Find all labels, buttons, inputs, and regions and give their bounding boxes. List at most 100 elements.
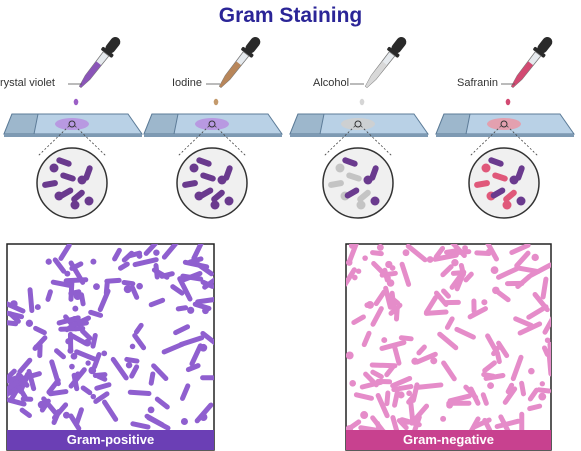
gram-negative-coccus [351, 274, 358, 281]
gram-negative-bacillus [410, 414, 422, 430]
coccus [516, 196, 526, 206]
smear [487, 118, 521, 130]
gram-negative-bacillus [353, 392, 374, 401]
step-4 [435, 36, 575, 219]
bacillus [58, 187, 74, 199]
gram-negative-bacillus [495, 289, 511, 303]
gram-positive-bacillus [64, 321, 78, 333]
gram-negative-bacillus [346, 419, 362, 430]
gram-negative-coccus [346, 351, 354, 360]
gram-negative-bacillus [346, 267, 357, 287]
gram-negative-bacillus [494, 350, 502, 365]
reagent-drop [359, 98, 365, 106]
bacillus [223, 165, 233, 181]
gram-negative-coccus [539, 381, 545, 387]
gram-negative-bacillus [434, 290, 449, 307]
gram-positive-coccus [147, 406, 155, 414]
gram-negative-bacillus [480, 392, 489, 406]
slide-frosted-end [3, 113, 39, 135]
gram-positive-bacillus [17, 357, 33, 375]
gram-negative-bacillus [494, 418, 521, 429]
gram-negative-bacillus [432, 252, 459, 262]
gram-negative-coccus [492, 286, 500, 295]
gram-positive-bacillus [16, 385, 28, 400]
gram-positive-bacillus [112, 247, 122, 262]
gram-positive-bacillus [19, 407, 32, 419]
gram-positive-coccus [93, 283, 100, 291]
gram-positive-bacillus [68, 367, 87, 389]
gram-negative-bacillus [379, 270, 398, 278]
coccus [481, 163, 491, 173]
gram-positive-coccus [129, 343, 136, 350]
gram-negative-bacillus [416, 344, 427, 356]
gram-negative-bacillus [468, 386, 481, 406]
gram-negative-bacillus [482, 360, 497, 374]
dropper-collar [101, 46, 114, 58]
gram-negative-bacillus [482, 244, 499, 262]
dropper [218, 36, 261, 89]
coccus [70, 200, 80, 210]
gram-positive-bacillus [45, 289, 53, 302]
gram-positive-bacillus [173, 324, 191, 336]
gram-positive-bacillus [180, 273, 204, 282]
gram-positive-bacillus [151, 363, 169, 381]
gram-negative-bacillus [347, 244, 361, 264]
gram-negative-coccus [402, 249, 410, 257]
gram-positive-bacillus [133, 322, 144, 335]
bacillus [346, 172, 362, 182]
gram-positive-bacillus [110, 356, 129, 381]
slide-edge [144, 134, 282, 137]
gram-negative-coccus [381, 337, 388, 344]
slide-edge [4, 134, 142, 137]
label-alcohol: Alcohol [313, 77, 350, 89]
gram-positive-coccus [10, 300, 18, 308]
zoom-line [74, 125, 107, 157]
gram-positive-coccus [72, 305, 79, 312]
smear [341, 118, 375, 130]
gram-positive-bacillus [154, 396, 170, 410]
gram-negative-bacillus [405, 244, 428, 263]
gram-negative-bacillus [389, 290, 397, 315]
bacillus [83, 165, 93, 181]
gram-positive-bacillus [187, 256, 204, 265]
gram-negative-bacillus [370, 415, 385, 430]
gram-positive-bacillus [194, 402, 214, 424]
gram-negative-coccus [355, 268, 362, 274]
gram-negative-cells [346, 244, 551, 430]
gram-positive-bacillus [93, 391, 110, 404]
gram-positive-bacillus [195, 296, 214, 305]
gram-positive-bacillus [121, 250, 135, 263]
gram-negative-bacillus [384, 390, 391, 407]
gram-positive-bacillus [118, 261, 130, 271]
gram-negative-bacillus [363, 371, 379, 388]
gram-negative-coccus [544, 337, 551, 344]
step-3 [289, 36, 429, 219]
gram-negative-bacillus [441, 360, 457, 382]
gram-positive-bacillus [33, 325, 47, 336]
dropper [364, 36, 407, 89]
gram-negative-bacillus [481, 372, 496, 379]
bacillus [211, 189, 225, 203]
slide-frosted-end [289, 113, 325, 135]
gram-negative-bacillus [384, 364, 396, 378]
gram-positive-bacillus [69, 261, 84, 271]
zoom-circle [468, 147, 540, 219]
gram-positive-coccus [70, 352, 78, 360]
gram-negative-label-bar [346, 430, 551, 450]
gram-positive-coccus [45, 258, 52, 265]
gram-positive-bacillus [191, 244, 206, 261]
gram-negative-bacillus [517, 321, 543, 336]
gram-positive-coccus [73, 292, 82, 301]
gram-positive-coccus [136, 282, 143, 290]
gram-negative-bacillus [370, 306, 384, 327]
gram-positive-bacillus [200, 279, 214, 289]
gram-negative-bacillus [370, 369, 384, 380]
gram-positive-bacillus [90, 332, 98, 349]
coccus [49, 163, 59, 173]
gram-negative-coccus [440, 415, 447, 422]
gram-positive-bacillus [80, 328, 93, 341]
gram-positive-bacillus [175, 305, 189, 312]
gram-positive-bacillus [80, 385, 93, 396]
bacillus [42, 180, 58, 188]
gram-negative-bacillus [423, 309, 449, 316]
